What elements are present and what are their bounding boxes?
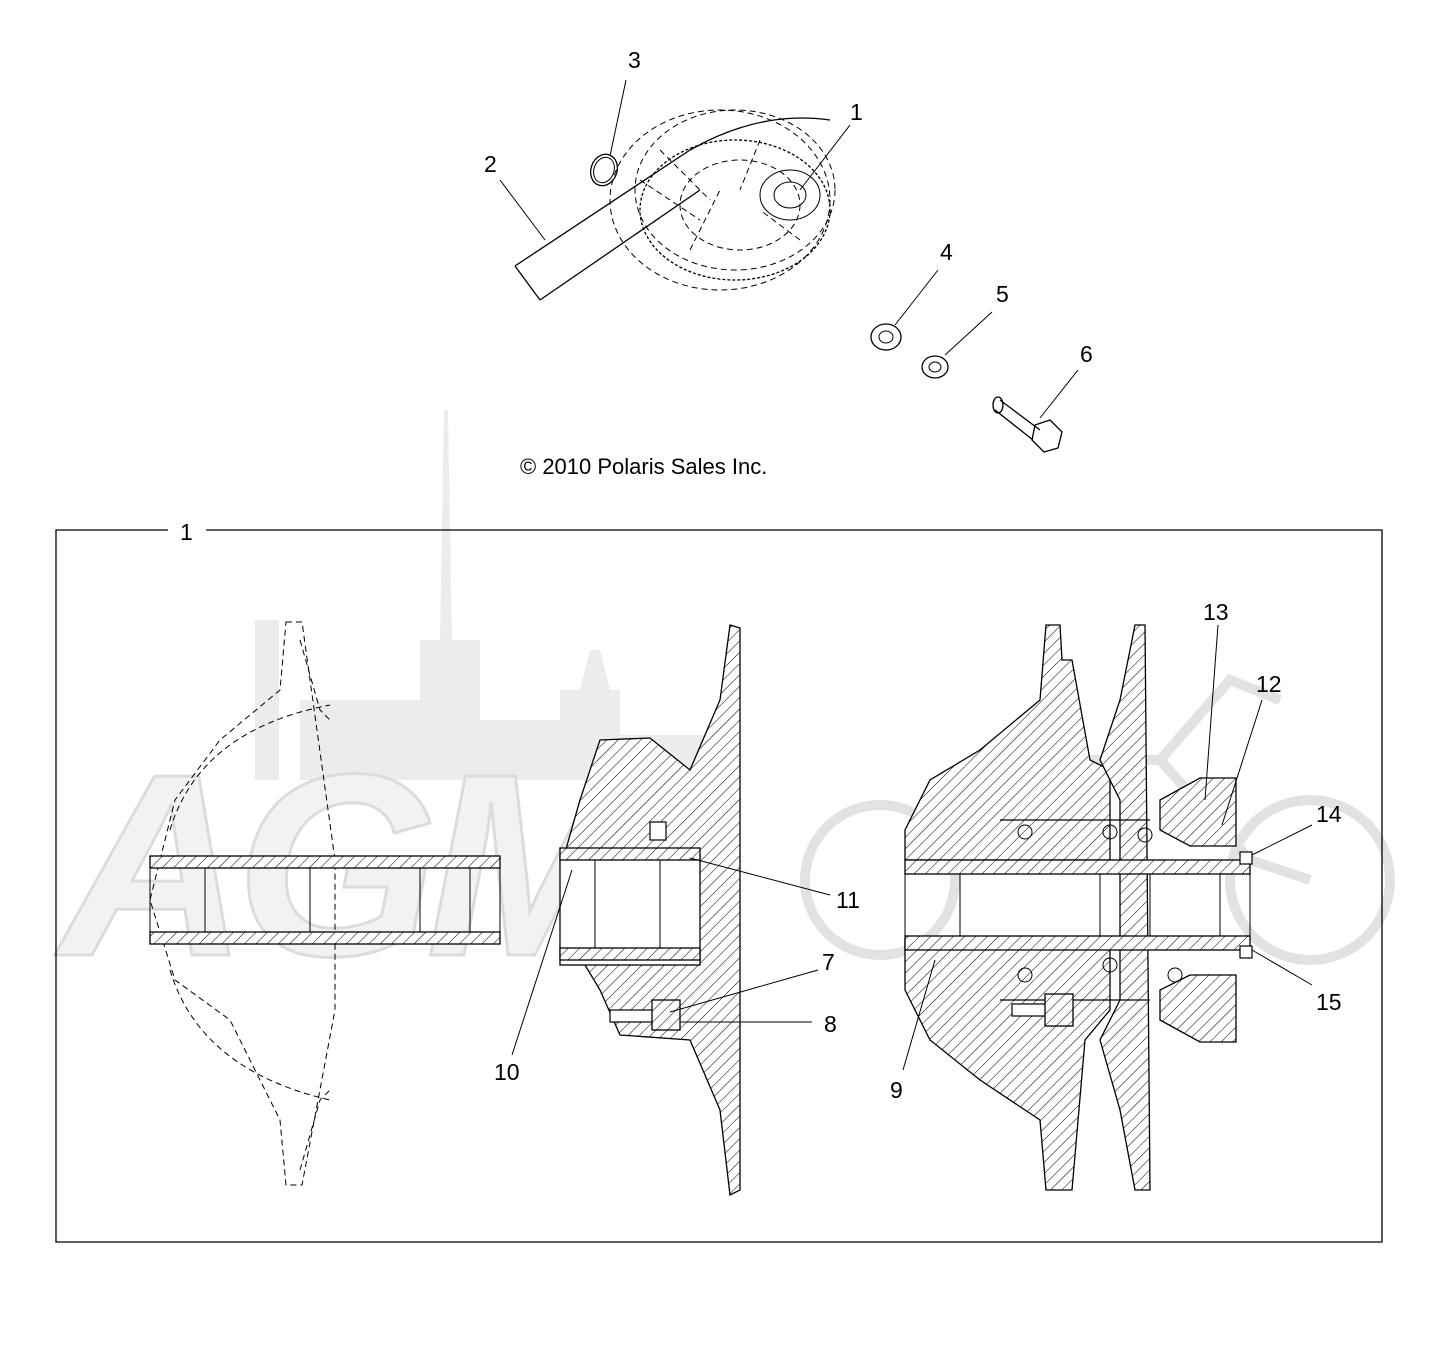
bolt <box>992 396 1063 453</box>
fixed-sheave-middle <box>559 624 741 1196</box>
top-exploded-view: 3 2 1 4 5 6 © 2010 Polaris Sales Inc. <box>484 47 1093 479</box>
callout-1: 1 <box>850 99 863 125</box>
callout-15: 15 <box>1316 989 1342 1015</box>
callout-4: 4 <box>940 239 953 265</box>
callout-9: 9 <box>890 1077 903 1103</box>
assembly-box: 1 <box>55 519 1383 1243</box>
assembly-callout: 1 <box>180 519 193 545</box>
washer-small <box>921 355 949 379</box>
callout-11: 11 <box>836 887 860 913</box>
callout-3: 3 <box>628 47 641 73</box>
callout-6: 6 <box>1080 341 1093 367</box>
drive-belt <box>514 117 831 301</box>
callout-5: 5 <box>996 281 1009 307</box>
copyright-text: © 2010 Polaris Sales Inc. <box>520 454 767 479</box>
callout-7: 7 <box>822 949 835 975</box>
callout-10: 10 <box>494 1059 520 1085</box>
clutch-assembly <box>609 109 836 291</box>
washer-large <box>870 323 902 351</box>
movable-sheave-right <box>904 624 1253 1191</box>
callout-13: 13 <box>1203 599 1229 625</box>
callout-12: 12 <box>1256 671 1282 697</box>
o-ring <box>589 153 619 187</box>
callout-14: 14 <box>1316 801 1342 827</box>
watermark-skyline <box>255 410 710 780</box>
callout-2: 2 <box>484 151 497 177</box>
fixed-sheave-left <box>149 621 501 1186</box>
callout-8: 8 <box>824 1011 837 1037</box>
